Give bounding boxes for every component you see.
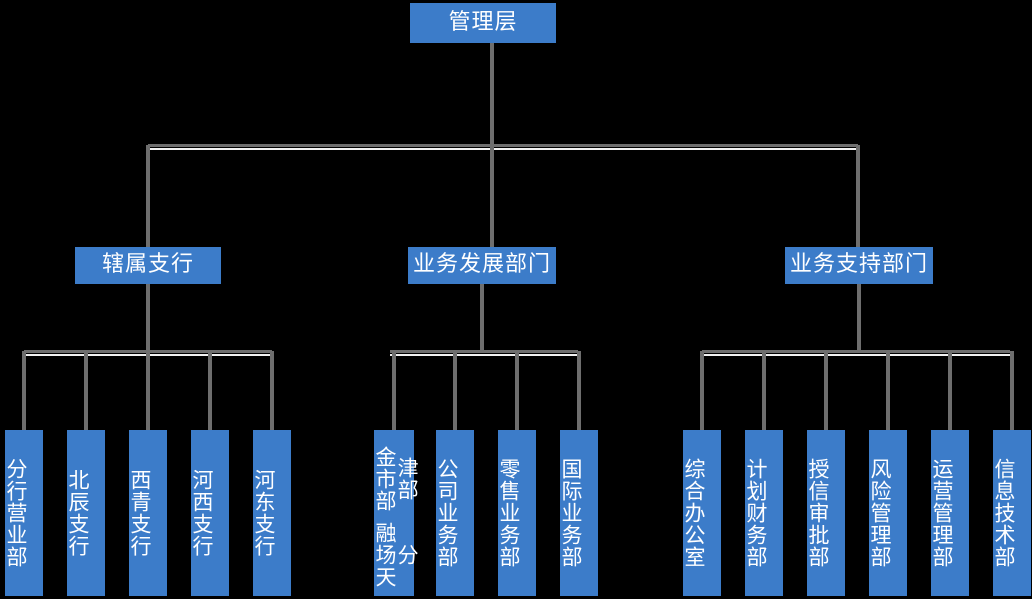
connector-group-bus-1 (390, 350, 578, 353)
node-l2-business-support[interactable]: 业务支持部门 (785, 247, 933, 284)
node-label: 管理层 (448, 9, 518, 35)
connector-root-drop (490, 43, 494, 145)
connector-leaf-drop-1-3 (577, 351, 581, 430)
connector-leaf-drop-0-2 (146, 351, 150, 430)
node-label: 辖属支行 (101, 252, 194, 278)
connector-leaf-drop-0-1 (84, 351, 88, 430)
node-label-column: 计划财务部 (744, 458, 769, 568)
node-leaf-fengxian-guanlibu[interactable]: 风险管理部 (868, 430, 907, 596)
node-leaf-guoji-yewubu[interactable]: 国际业务部 (559, 430, 598, 596)
node-leaf-beichen[interactable]: 北辰支行 (66, 430, 105, 596)
node-label-column: 风险管理部 (868, 458, 893, 568)
node-leaf-jihua-caiwubu[interactable]: 计划财务部 (744, 430, 783, 596)
connector-leaf-drop-1-2 (515, 351, 519, 430)
connector-highlight (702, 354, 1010, 356)
connector-leaf-drop-1-1 (453, 351, 457, 430)
connector-level3-parent-drop-2 (857, 284, 861, 351)
connector-level3-parent-drop-1 (480, 284, 484, 351)
connector-highlight (390, 354, 578, 356)
node-label-column: 运营管理部 (930, 458, 955, 568)
node-leaf-fenhang-yingyebu[interactable]: 分行营业部 (4, 430, 43, 596)
node-root-management[interactable]: 管理层 (410, 3, 556, 43)
node-label-column: 西青支行 (128, 469, 153, 557)
connector-level2-drop-2 (856, 145, 860, 247)
connector-level2-drop-1 (490, 145, 494, 247)
connector-level3-parent-drop-0 (146, 284, 150, 351)
node-label-column: 信息技术部 (992, 458, 1017, 568)
node-label-column: 金市部津部 (373, 446, 420, 513)
node-leaf-zonghe-bangongshi[interactable]: 综合办公室 (682, 430, 721, 596)
node-leaf-hedong[interactable]: 河东支行 (252, 430, 291, 596)
connector-leaf-drop-2-2 (824, 351, 828, 430)
node-leaf-xiqing[interactable]: 西青支行 (128, 430, 167, 596)
node-label-column: 公司业务部 (435, 458, 460, 568)
node-leaf-lingshou-yewubu[interactable]: 零售业务部 (497, 430, 536, 596)
node-label-column: 分行营业部 (4, 458, 29, 568)
node-label-column: 河东支行 (252, 469, 277, 557)
node-label: 业务发展部门 (412, 252, 551, 278)
node-label-column: 授信审批部 (806, 458, 831, 568)
node-label-column: 北辰支行 (66, 469, 91, 557)
node-leaf-shouxin-shenpibu[interactable]: 授信审批部 (806, 430, 845, 596)
connector-leaf-drop-2-0 (700, 351, 704, 430)
connector-leaf-drop-2-3 (886, 351, 890, 430)
connector-leaf-drop-0-3 (208, 351, 212, 430)
node-label-column: 融场天分 (373, 522, 420, 589)
node-label-column: 国际业务部 (559, 458, 584, 568)
node-leaf-gongsi-yewubu[interactable]: 公司业务部 (435, 430, 474, 596)
node-leaf-hexi[interactable]: 河西支行 (190, 430, 229, 596)
node-leaf-jinrong-shichang[interactable]: 金市部津部融场天分 (373, 430, 419, 596)
connector-group-bus-2 (702, 350, 1010, 353)
connector-leaf-drop-2-1 (762, 351, 766, 430)
node-l2-business-dev[interactable]: 业务发展部门 (408, 247, 556, 284)
connector-highlight (148, 148, 858, 150)
node-label-column: 零售业务部 (497, 458, 522, 568)
connector-level2-drop-0 (146, 145, 150, 247)
node-leaf-xinxi-jishubu[interactable]: 信息技术部 (992, 430, 1031, 596)
connector-leaf-drop-2-4 (948, 351, 952, 430)
node-l2-branches[interactable]: 辖属支行 (75, 247, 221, 284)
node-leaf-yunying-guanlibu[interactable]: 运营管理部 (930, 430, 969, 596)
connector-leaf-drop-2-5 (1010, 351, 1014, 430)
connector-leaf-drop-0-0 (22, 351, 26, 430)
node-label-column: 综合办公室 (682, 458, 707, 568)
connector-level2-bus (148, 144, 858, 147)
node-label: 业务支持部门 (789, 252, 928, 278)
connector-leaf-drop-1-0 (392, 351, 396, 430)
connector-leaf-drop-0-4 (270, 351, 274, 430)
node-label-column: 河西支行 (190, 469, 215, 557)
